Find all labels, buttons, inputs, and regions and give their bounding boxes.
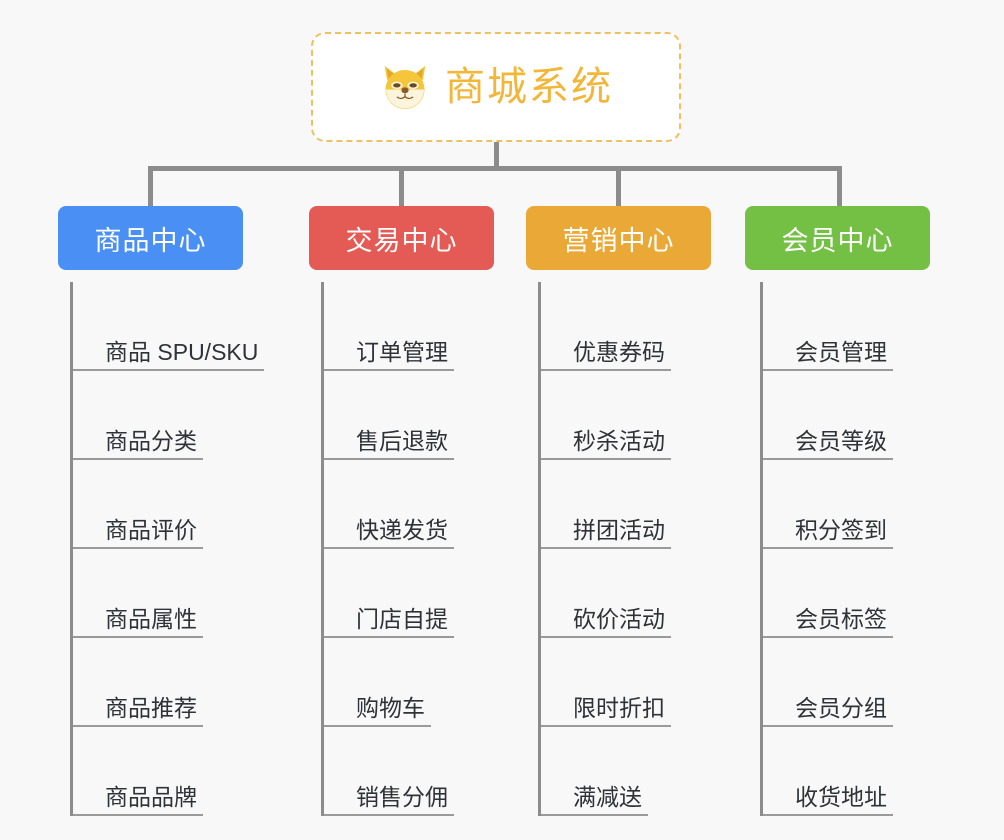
sub-item-label: 购物车 (324, 695, 431, 728)
sub-item-label: 门店自提 (324, 606, 454, 639)
sub-item-label: 会员管理 (763, 339, 893, 372)
category-header-2[interactable]: 交易中心 (309, 206, 494, 270)
sub-item-label: 优惠券码 (541, 339, 671, 372)
sub-item-label: 商品属性 (73, 606, 203, 639)
sub-item[interactable]: 商品分类 (70, 371, 264, 461)
sub-item[interactable]: 商品 SPU/SKU (70, 282, 265, 372)
sub-item[interactable]: 优惠券码 (538, 282, 671, 372)
category-label: 商品中心 (94, 225, 207, 256)
connector-trunk (148, 166, 842, 171)
sub-item-label: 积分签到 (763, 517, 893, 550)
sub-item[interactable]: 门店自提 (321, 549, 454, 639)
sub-item[interactable]: 售后退款 (321, 371, 454, 461)
sub-item[interactable]: 购物车 (321, 638, 454, 728)
sub-item[interactable]: 商品属性 (70, 549, 264, 639)
sub-item[interactable]: 积分签到 (760, 460, 893, 550)
sub-item[interactable]: 会员管理 (760, 282, 893, 372)
sub-item-label: 满减送 (541, 784, 648, 817)
root-title: 商城系统 (445, 65, 613, 109)
sub-item-column-4: 会员管理会员等级积分签到会员标签会员分组收货地址 (760, 282, 893, 817)
connector-drop-2 (399, 166, 404, 210)
sub-item[interactable]: 商品品牌 (70, 727, 264, 817)
sub-item[interactable]: 会员等级 (760, 371, 893, 461)
sub-item[interactable]: 会员分组 (760, 638, 893, 728)
sub-item[interactable]: 销售分佣 (321, 727, 454, 817)
sub-item-label: 会员等级 (763, 428, 893, 461)
category-label: 交易中心 (345, 225, 458, 256)
connector-drop-1 (148, 166, 153, 210)
sub-item-label: 商品推荐 (73, 695, 203, 728)
sub-item-label: 拼团活动 (541, 517, 671, 550)
sub-item-label: 会员标签 (763, 606, 893, 639)
category-header-1[interactable]: 商品中心 (58, 206, 243, 270)
sub-item-label: 商品分类 (73, 428, 203, 461)
category-header-4[interactable]: 会员中心 (745, 206, 930, 270)
category-header-3[interactable]: 营销中心 (526, 206, 711, 270)
sub-item-label: 快递发货 (324, 517, 454, 550)
sub-item-column-2: 订单管理售后退款快递发货门店自提购物车销售分佣 (321, 282, 454, 817)
sub-item-label: 限时折扣 (541, 695, 671, 728)
sub-item[interactable]: 满减送 (538, 727, 671, 817)
sub-item-label: 订单管理 (324, 339, 454, 372)
sub-item[interactable]: 商品推荐 (70, 638, 264, 728)
sub-item[interactable]: 拼团活动 (538, 460, 671, 550)
connector-root-stem (494, 142, 499, 169)
category-label: 会员中心 (781, 225, 894, 256)
sub-item[interactable]: 快递发货 (321, 460, 454, 550)
sub-item-label: 秒杀活动 (541, 428, 671, 461)
connector-drop-3 (616, 166, 621, 210)
sub-item-label: 收货地址 (763, 784, 893, 817)
sub-item[interactable]: 限时折扣 (538, 638, 671, 728)
root-node[interactable]: 商城系统 (311, 32, 681, 142)
sub-item[interactable]: 会员标签 (760, 549, 893, 639)
sub-item[interactable]: 收货地址 (760, 727, 893, 817)
shiba-dog-icon (384, 65, 426, 109)
sub-item[interactable]: 秒杀活动 (538, 371, 671, 461)
sub-item[interactable]: 商品评价 (70, 460, 264, 550)
sub-item-label: 会员分组 (763, 695, 893, 728)
sub-item-label: 商品 SPU/SKU (72, 339, 265, 372)
sub-item[interactable]: 订单管理 (321, 282, 454, 372)
sub-item[interactable]: 砍价活动 (538, 549, 671, 639)
sub-item-label: 砍价活动 (541, 606, 671, 639)
connector-drop-4 (837, 166, 842, 210)
sub-item-column-1: 商品 SPU/SKU 商品分类商品评价商品属性商品推荐商品品牌 (70, 282, 265, 817)
sub-item-label: 售后退款 (324, 428, 454, 461)
sub-item-label: 商品品牌 (73, 784, 203, 817)
sub-item-label: 商品评价 (73, 517, 203, 550)
sub-item-label: 销售分佣 (324, 784, 454, 817)
sub-item-column-3: 优惠券码秒杀活动拼团活动砍价活动限时折扣满减送 (538, 282, 671, 817)
category-label: 营销中心 (562, 225, 675, 256)
